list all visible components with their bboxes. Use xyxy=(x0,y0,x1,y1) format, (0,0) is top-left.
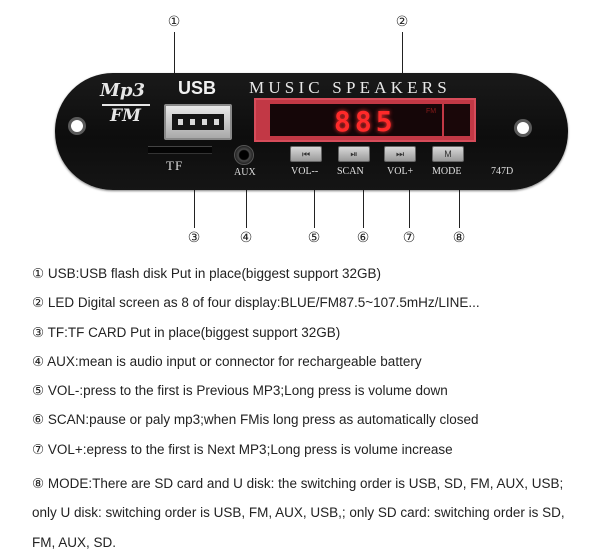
aux-jack[interactable] xyxy=(234,145,254,165)
usb-pin xyxy=(202,119,207,125)
description-led-display: ② LED Digital screen as 8 of four displa… xyxy=(32,295,480,311)
vol-down-button[interactable]: ⏮ xyxy=(290,146,322,162)
usb-label: USB xyxy=(178,78,217,98)
tf-card-slot[interactable] xyxy=(148,146,212,154)
callout-1: ① xyxy=(167,14,181,30)
logo-fm: FM xyxy=(110,106,141,126)
led-display-side-window xyxy=(444,104,470,136)
usb-pin xyxy=(214,119,219,125)
description-vol-up: ⑦ VOL+:epress to the first is Next MP3;L… xyxy=(32,441,453,457)
mounting-hole-right xyxy=(514,119,532,137)
feature-descriptions: ① USB:USB flash disk Put in place(bigges… xyxy=(32,264,572,557)
leader-line-4 xyxy=(246,155,247,228)
mode-label: MODE xyxy=(432,166,462,177)
logo-divider xyxy=(102,104,150,106)
led-digits: 885 xyxy=(334,105,397,138)
brand-title: MUSIC SPEAKERS xyxy=(249,78,451,97)
mode-button[interactable]: M xyxy=(432,146,464,162)
usb-pin xyxy=(190,119,195,125)
description-tf: ③ TF:TF CARD Put in place(biggest suppor… xyxy=(32,324,341,340)
leader-line-5 xyxy=(314,160,315,228)
led-fm-indicator: FM xyxy=(426,108,437,115)
callout-8: ⑧ xyxy=(452,230,466,246)
description-mode: ⑧ MODE:There are SD card and U disk: the… xyxy=(32,476,565,550)
leader-line-7 xyxy=(409,160,410,228)
scan-button[interactable]: ⏯ xyxy=(338,146,370,162)
vol-up-label: VOL+ xyxy=(387,166,414,177)
tf-label: TF xyxy=(166,158,184,173)
vol-up-button[interactable]: ⏭ xyxy=(384,146,416,162)
usb-port[interactable] xyxy=(164,104,232,140)
description-usb: ① USB:USB flash disk Put in place(bigges… xyxy=(32,266,382,281)
callout-4: ④ xyxy=(239,230,253,246)
usb-port-socket xyxy=(172,114,224,130)
mounting-hole-left xyxy=(68,117,86,135)
model-number: 747D xyxy=(491,166,514,177)
callout-5: ⑤ xyxy=(307,230,321,246)
leader-line-6 xyxy=(363,160,364,228)
description-vol-down: ⑤ VOL-:press to the first is Previous MP… xyxy=(32,383,448,399)
callout-7: ⑦ xyxy=(402,230,416,246)
led-display-window: 885 FM xyxy=(270,104,442,138)
leader-line-8 xyxy=(459,160,460,228)
description-scan: ⑥ SCAN:pause or paly mp3;when FMis long … xyxy=(32,412,479,428)
scan-label: SCAN xyxy=(337,166,364,177)
description-aux: ④ AUX:mean is audio input or connector f… xyxy=(32,353,422,369)
callout-6: ⑥ xyxy=(356,230,370,246)
led-display: 885 FM xyxy=(254,98,476,142)
callout-3: ③ xyxy=(187,230,201,246)
callout-2: ② xyxy=(395,14,409,30)
aux-label: AUX xyxy=(234,167,256,178)
logo-mp3: Mp3 xyxy=(100,80,146,101)
usb-pin xyxy=(178,119,183,125)
vol-down-label: VOL-- xyxy=(291,166,319,177)
